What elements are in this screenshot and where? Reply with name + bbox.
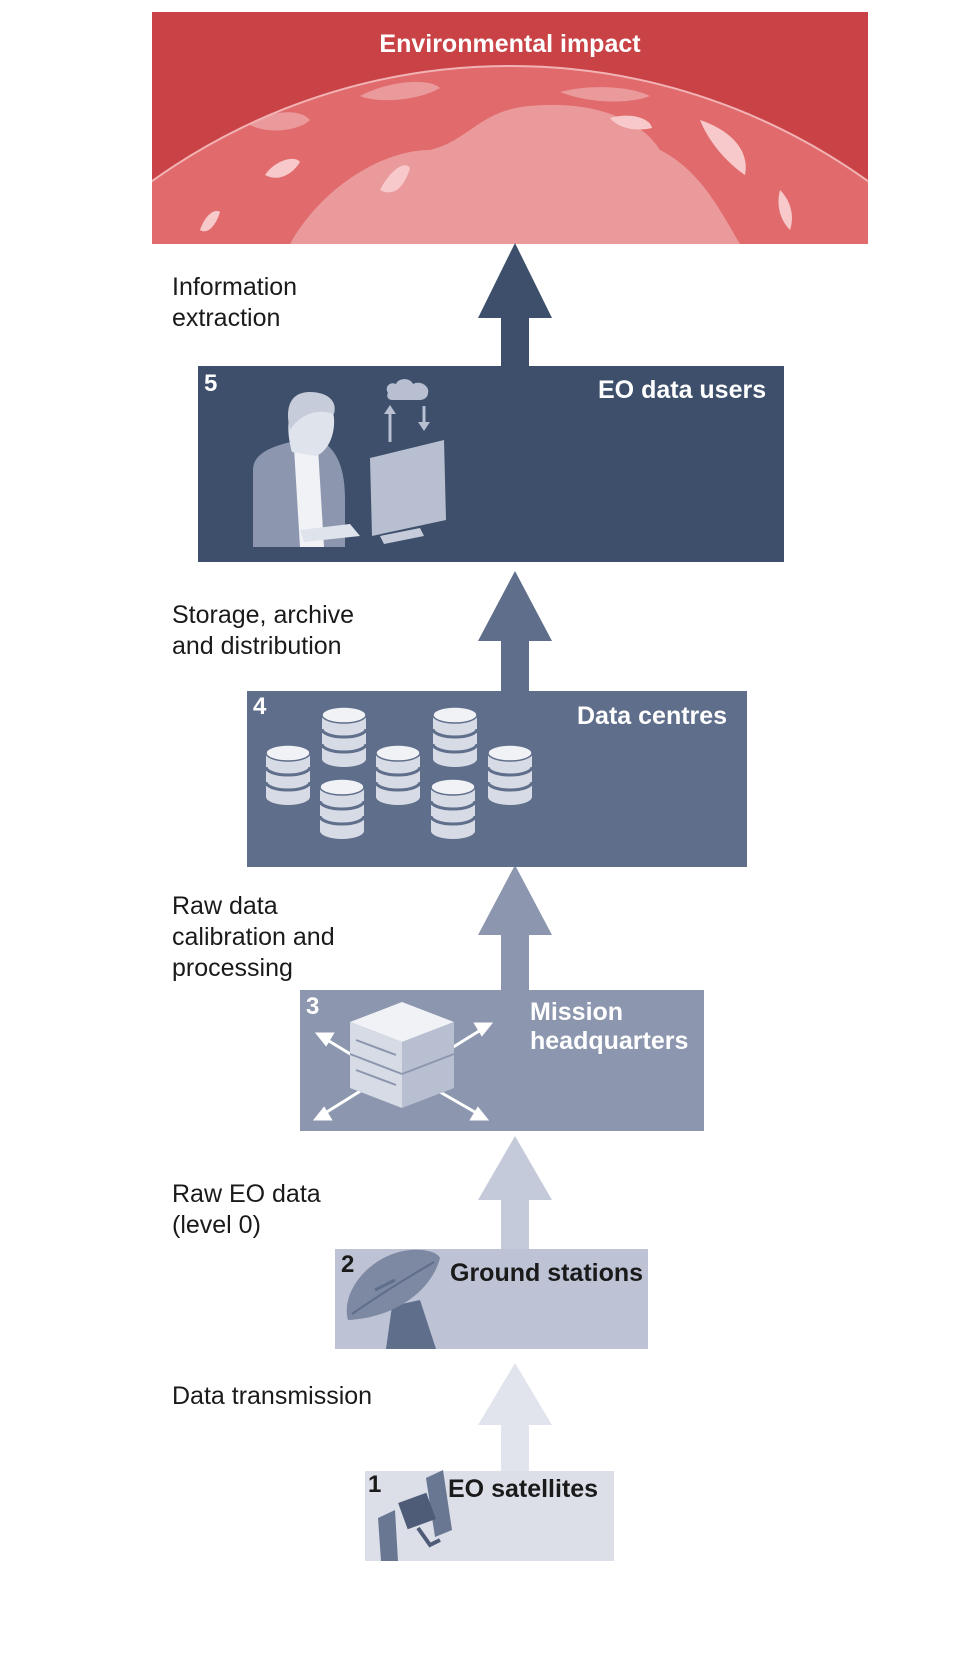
step-label-calibration-processing: Raw data calibration and processing bbox=[172, 892, 335, 982]
stage-number: 1 bbox=[368, 1471, 381, 1498]
stage-label: EO satellites bbox=[448, 1475, 598, 1503]
environmental-impact-banner: Environmental impact bbox=[152, 12, 868, 244]
stage-number: 3 bbox=[306, 993, 319, 1020]
stage-number: 4 bbox=[253, 693, 267, 720]
stage-label-line-1: Mission bbox=[530, 998, 623, 1026]
arrow-calibration-processing bbox=[478, 865, 552, 990]
stage-data-centres: 4 Data centres bbox=[247, 691, 747, 867]
stage-label-line-2: headquarters bbox=[530, 1027, 688, 1055]
arrow-data-transmission bbox=[478, 1363, 552, 1471]
stage-number: 2 bbox=[341, 1251, 354, 1278]
flow-arrows bbox=[478, 243, 552, 1471]
step-label-raw-eo-data: Raw EO data (level 0) bbox=[172, 1180, 321, 1239]
step-label-data-transmission: Data transmission bbox=[172, 1382, 373, 1410]
person-at-computer-icon bbox=[253, 379, 446, 547]
stage-ground-stations: 2 Ground stations bbox=[335, 1249, 648, 1349]
step-label-storage-distribution: Storage, archive and distribution bbox=[172, 601, 355, 660]
arrow-storage-distribution bbox=[478, 571, 552, 691]
arrow-raw-eo-data bbox=[478, 1136, 552, 1249]
environmental-impact-title: Environmental impact bbox=[379, 30, 641, 58]
stage-label: EO data users bbox=[598, 376, 766, 404]
stage-number: 5 bbox=[204, 370, 217, 397]
arrow-information-extraction bbox=[478, 243, 552, 366]
server-icon bbox=[312, 1002, 494, 1121]
stage-mission-headquarters: 3 Mission headquarters bbox=[300, 990, 704, 1131]
satellite-dish-icon bbox=[346, 1249, 440, 1349]
satellite-icon bbox=[378, 1470, 452, 1561]
stage-eo-data-users: 5 EO data users bbox=[198, 366, 784, 562]
globe-icon bbox=[152, 65, 868, 244]
stage-label: Data centres bbox=[577, 702, 727, 730]
stage-label: Ground stations bbox=[450, 1259, 643, 1287]
stage-eo-satellites: 1 EO satellites bbox=[365, 1470, 614, 1561]
step-label-information-extraction: Information extraction bbox=[172, 273, 298, 332]
